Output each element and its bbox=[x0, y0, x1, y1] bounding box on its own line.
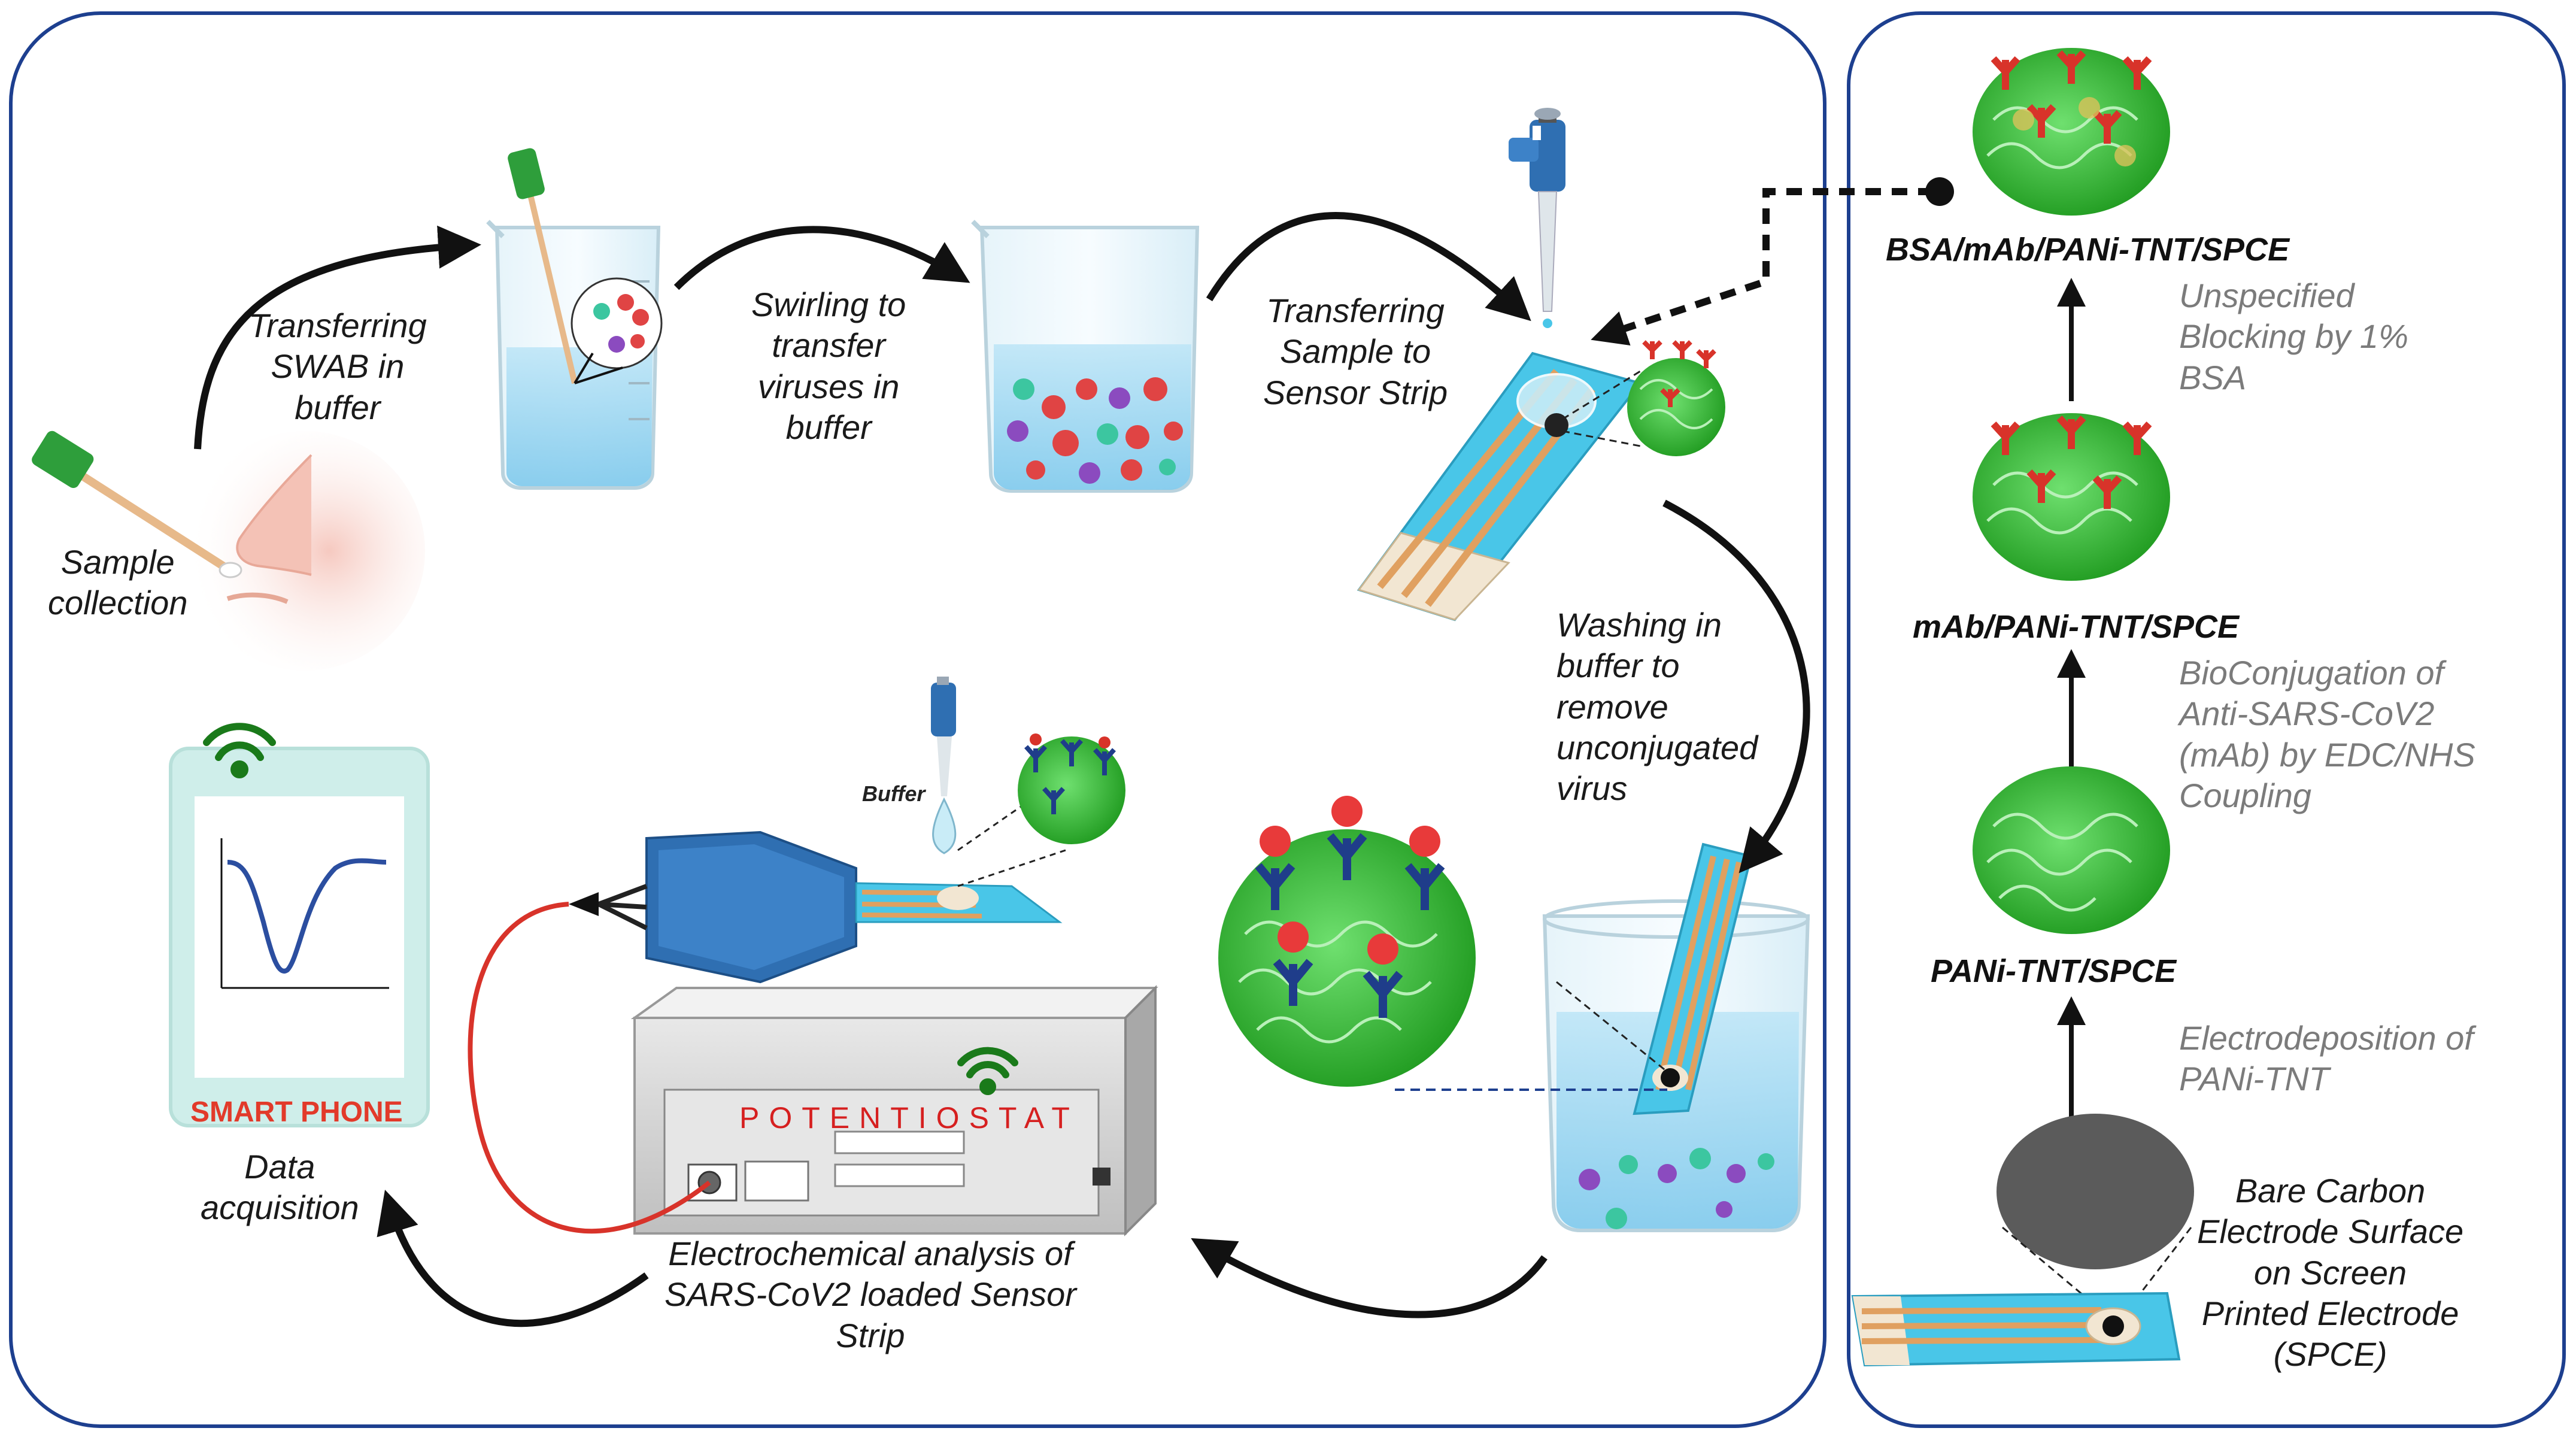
beaker-viruses-in-buffer bbox=[971, 220, 1200, 493]
pipette-top bbox=[1509, 108, 1565, 328]
arrow-to-washing bbox=[1662, 499, 1810, 874]
potentiostat-wifi-icon bbox=[957, 1047, 1018, 1095]
swab-at-nose bbox=[32, 431, 242, 578]
layer-pani-blob bbox=[1973, 766, 2170, 934]
connector-with-strip bbox=[468, 830, 1063, 1234]
layer-pani-label: PANi-TNT/SPCE bbox=[1931, 953, 2177, 989]
arrow-to-beaker1 bbox=[194, 225, 481, 450]
beaker-washing bbox=[1542, 842, 1810, 1232]
potentiostat-device bbox=[630, 985, 1158, 1236]
strip-zoom-circle bbox=[1562, 340, 1725, 456]
fabrication-panel-frame bbox=[1847, 11, 2566, 1428]
arrow-to-strip bbox=[1206, 212, 1531, 322]
bare-spce-strip bbox=[1851, 1292, 2181, 1367]
layer-mab-label: mAb/PANi-TNT/SPCE bbox=[1913, 609, 2240, 645]
layer-bsa-label: BSA/mAb/PANi-TNT/SPCE bbox=[1886, 232, 2290, 268]
phone-wifi-icon bbox=[203, 723, 276, 778]
layer-bsa-blob bbox=[1973, 48, 2170, 216]
main-panel-frame bbox=[9, 11, 1826, 1428]
bare-electrode bbox=[1997, 1114, 2194, 1306]
dashed-link-dot bbox=[1925, 177, 1954, 206]
arrow-to-beaker2 bbox=[673, 226, 970, 290]
beaker-swab-in-buffer bbox=[486, 148, 663, 490]
electrode-zoom-virus-antibody bbox=[1218, 796, 1668, 1091]
buffer-label: Buffer bbox=[862, 781, 926, 806]
layer-mab-blob bbox=[1973, 413, 2170, 581]
dashed-link-arrow bbox=[1591, 188, 1934, 346]
smart-phone bbox=[169, 747, 430, 1127]
pipette-bottom bbox=[931, 677, 1125, 887]
face-nose-illustration bbox=[186, 431, 425, 671]
smart-phone-label: SMART PHONE bbox=[190, 1096, 403, 1128]
arrow-to-potentiostat bbox=[1191, 1238, 1548, 1318]
sensor-strip-top bbox=[1357, 351, 1643, 622]
arrow-to-phone bbox=[377, 1190, 649, 1327]
potentiostat-label: POTENTIOSTAT bbox=[739, 1101, 1079, 1135]
